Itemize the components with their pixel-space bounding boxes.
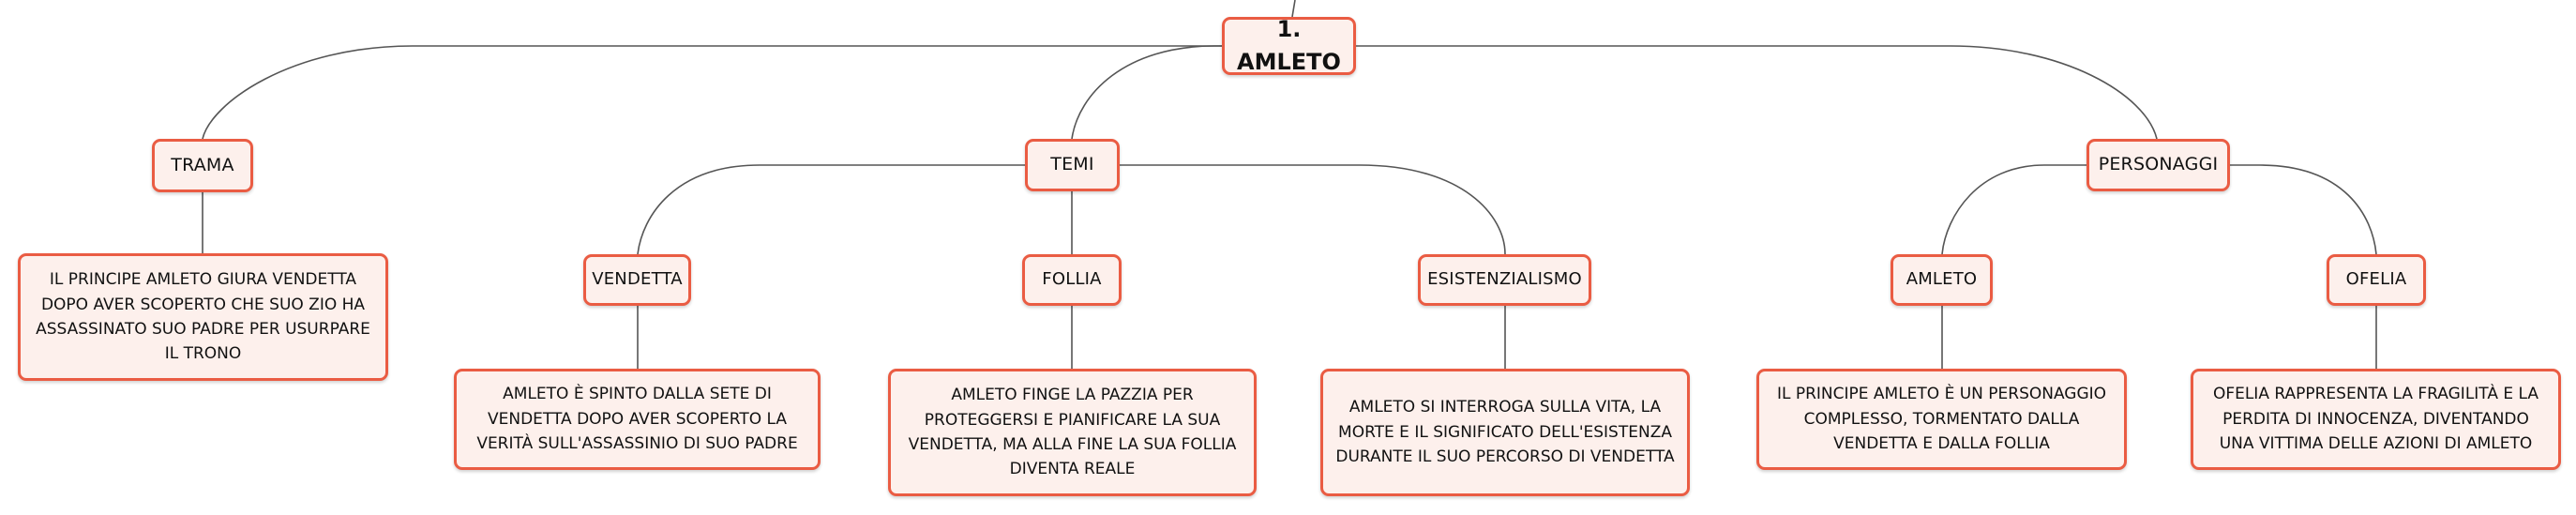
esistenzialismo-detail[interactable]: AMLETO SI INTERROGA SULLA VITA, LA MORTE… xyxy=(1320,369,1690,496)
follia-detail[interactable]: AMLETO FINGE LA PAZZIA PER PROTEGGERSI E… xyxy=(888,369,1257,496)
amleto-detail[interactable]: IL PRINCIPE AMLETO È UN PERSONAGGIO COMP… xyxy=(1756,369,2127,470)
topic-trama[interactable]: TRAMA xyxy=(152,139,253,192)
topic-temi[interactable]: TEMI xyxy=(1025,139,1120,191)
root-label: 1. AMLETO xyxy=(1237,16,1341,75)
trama-detail-text: IL PRINCIPE AMLETO GIURA VENDETTA DOPO A… xyxy=(36,270,370,364)
subtopic-ofelia-label: OFELIA xyxy=(2345,269,2407,290)
ofelia-detail[interactable]: OFELIA RAPPRESENTA LA FRAGILITÀ E LA PER… xyxy=(2191,369,2561,470)
subtopic-amleto-label: AMLETO xyxy=(1906,269,1978,290)
subtopic-esistenzialismo[interactable]: ESISTENZIALISMO xyxy=(1418,254,1591,306)
topic-temi-label: TEMI xyxy=(1050,154,1094,175)
subtopic-vendetta-label: VENDETTA xyxy=(592,269,683,290)
topic-personaggi[interactable]: PERSONAGGI xyxy=(2086,139,2230,191)
subtopic-vendetta[interactable]: VENDETTA xyxy=(583,254,691,306)
subtopic-esistenzialismo-label: ESISTENZIALISMO xyxy=(1427,269,1582,290)
subtopic-follia-label: FOLLIA xyxy=(1042,269,1102,290)
topic-trama-label: TRAMA xyxy=(171,154,234,175)
vendetta-detail-text: AMLETO È SPINTO DALLA SETE DI VENDETTA D… xyxy=(476,385,798,454)
subtopic-ofelia[interactable]: OFELIA xyxy=(2327,254,2426,306)
amleto-detail-text: IL PRINCIPE AMLETO È UN PERSONAGGIO COMP… xyxy=(1776,385,2107,454)
trama-detail[interactable]: IL PRINCIPE AMLETO GIURA VENDETTA DOPO A… xyxy=(18,253,388,381)
follia-detail-text: AMLETO FINGE LA PAZZIA PER PROTEGGERSI E… xyxy=(908,386,1237,479)
ofelia-detail-text: OFELIA RAPPRESENTA LA FRAGILITÀ E LA PER… xyxy=(2212,385,2539,454)
vendetta-detail[interactable]: AMLETO È SPINTO DALLA SETE DI VENDETTA D… xyxy=(454,369,821,470)
subtopic-amleto[interactable]: AMLETO xyxy=(1891,254,1993,306)
root-node[interactable]: 1. AMLETO xyxy=(1222,16,1356,75)
topic-personaggi-label: PERSONAGGI xyxy=(2098,154,2219,175)
esistenzialismo-detail-text: AMLETO SI INTERROGA SULLA VITA, LA MORTE… xyxy=(1335,398,1675,467)
subtopic-follia[interactable]: FOLLIA xyxy=(1022,254,1122,306)
